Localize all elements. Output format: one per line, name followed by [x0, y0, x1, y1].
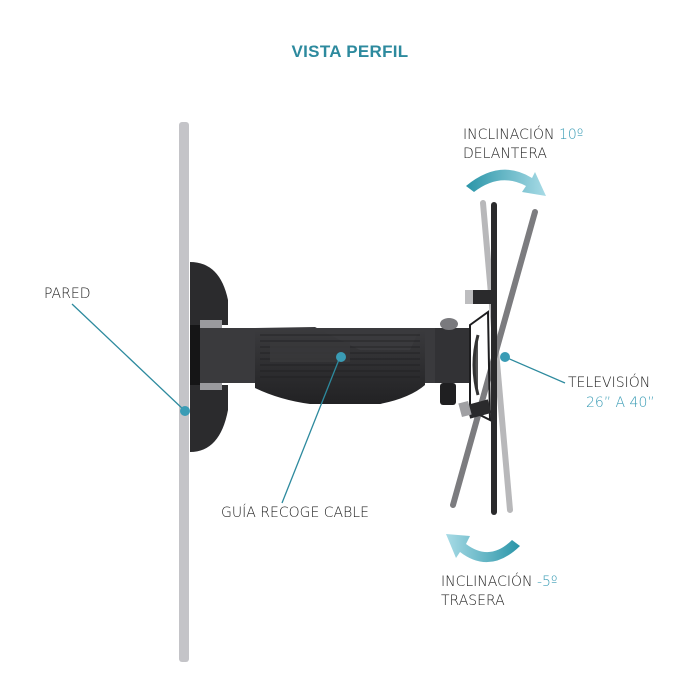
tv-size-label: 26” A 40”	[586, 395, 655, 411]
tilt-backward-label: INCLINACIÓN -5º TRASERA	[441, 573, 558, 611]
tilt-forward-arrow-icon	[466, 169, 546, 196]
wall-label: PARED	[44, 286, 91, 302]
tilt-backward-suffix: TRASERA	[441, 593, 505, 609]
tilt-forward-label: INCLINACIÓN 10º DELANTERA	[463, 126, 583, 164]
tv-bracket	[450, 200, 538, 515]
wall	[179, 122, 189, 662]
tilt-backward-prefix: INCLINACIÓN	[441, 574, 533, 590]
wall-plate	[190, 262, 228, 452]
tilt-forward-prefix: INCLINACIÓN	[463, 127, 555, 143]
diagram-title: VISTA PERFIL	[291, 42, 409, 61]
arm	[200, 318, 470, 405]
tilt-forward-value: 10º	[558, 127, 584, 143]
cable-guide-label: GUÍA RECOGE CABLE	[221, 505, 369, 521]
tilt-forward-suffix: DELANTERA	[463, 146, 547, 162]
tilt-backward-value: -5º	[536, 574, 558, 590]
tilt-backward-arrow-icon	[446, 534, 520, 563]
tv-label: TELEVISIÓN	[568, 375, 651, 391]
